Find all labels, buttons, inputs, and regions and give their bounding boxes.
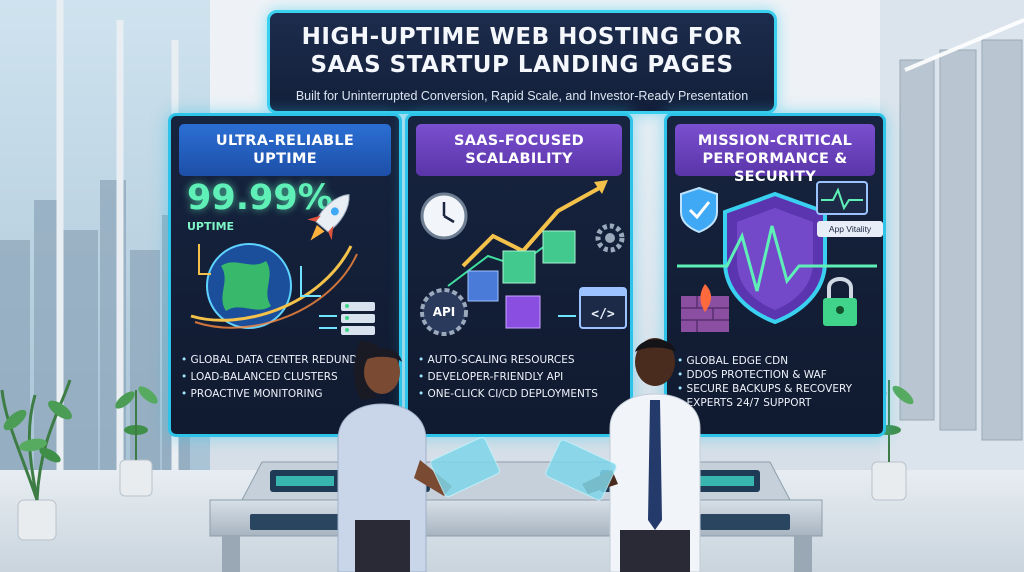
list-item: GLOBAL EDGE CDN <box>677 354 877 368</box>
list-item: LOAD-BALANCED CLUSTERS <box>181 369 393 386</box>
panel-security-heading: MISSION-CRITICAL PERFORMANCE & SECURITY <box>675 124 875 185</box>
plant-mid-left <box>115 386 158 497</box>
list-item: GLOBAL DATA CENTER REDUNDANCY <box>181 352 393 369</box>
list-item: PROACTIVE MONITORING <box>181 386 393 403</box>
panel-uptime-heading-line-2: UPTIME <box>253 151 317 167</box>
panel-performance-security: MISSION-CRITICAL PERFORMANCE & SECURITY <box>664 113 886 437</box>
panel-scalability: SAAS-FOCUSED SCALABILITY <box>405 113 633 437</box>
panel-scalability-heading-line-2: SCALABILITY <box>465 151 573 167</box>
data-cubes <box>467 230 576 329</box>
banner-subtitle: Built for Uninterrupted Conversion, Rapi… <box>295 89 749 103</box>
list-item: DDOS PROTECTION & WAF <box>677 368 877 382</box>
api-gear-icon: API <box>420 288 468 336</box>
server-stack-icon <box>341 302 375 335</box>
server-racks <box>899 39 1023 441</box>
list-item: AUTO-SCALING RESOURCES <box>418 352 624 369</box>
security-graphic <box>677 181 877 332</box>
heartbeat-line <box>677 225 877 292</box>
monitor-heartbeat-icon <box>816 181 868 215</box>
panel-security-heading-line-2: PERFORMANCE & SECURITY <box>702 151 848 185</box>
panel-uptime-heading: ULTRA-RELIABLE UPTIME <box>179 124 391 176</box>
globe-rocket-graphic <box>190 194 375 335</box>
title-banner: HIGH-UPTIME WEB HOSTING FOR SAAS STARTUP… <box>267 10 777 114</box>
code-label: </> <box>591 307 615 322</box>
gear-icon <box>595 223 625 253</box>
scalability-graphic: API </> <box>420 180 627 336</box>
list-item: SECURE BACKUPS & RECOVERY <box>677 382 877 396</box>
code-window-icon: </> <box>579 287 627 329</box>
panel-scalability-heading: SAAS-FOCUSED SCALABILITY <box>416 124 622 176</box>
app-vitality-label: App Vitality <box>817 221 883 237</box>
banner-title-line-1: HIGH-UPTIME WEB HOSTING FOR <box>301 24 743 50</box>
clock-icon <box>420 192 468 240</box>
padlock-icon <box>823 277 857 326</box>
plant-left <box>0 379 72 541</box>
man-with-tablet <box>545 338 701 572</box>
firewall-icon <box>681 284 729 332</box>
uptime-bullet-list: GLOBAL DATA CENTER REDUNDANCY LOAD-BALAN… <box>181 352 393 403</box>
scalability-bullet-list: AUTO-SCALING RESOURCES DEVELOPER-FRIENDL… <box>418 352 624 403</box>
woman-with-tablet <box>337 340 500 572</box>
tablet-icon <box>430 437 500 497</box>
list-item: EXPERTS 24/7 SUPPORT <box>677 396 877 410</box>
uptime-stat-label: UPTIME <box>187 220 235 233</box>
api-label: API <box>433 305 456 319</box>
rocket-icon <box>307 194 350 241</box>
list-item: ONE-CLICK CI/CD DEPLOYMENTS <box>418 386 624 403</box>
tablet-icon <box>545 439 617 501</box>
uptime-stat: 99.99% <box>187 178 333 218</box>
banner-title-line-2: SAAS STARTUP LANDING PAGES <box>310 52 734 78</box>
banner-title: HIGH-UPTIME WEB HOSTING FOR SAAS STARTUP… <box>270 23 774 79</box>
panel-security-heading-line-1: MISSION-CRITICAL <box>697 133 853 149</box>
security-bullet-list: GLOBAL EDGE CDN DDOS PROTECTION & WAF SE… <box>677 354 877 410</box>
list-item: DEVELOPER-FRIENDLY API <box>418 369 624 386</box>
panel-uptime-heading-line-1: ULTRA-RELIABLE <box>215 133 355 149</box>
panel-scalability-heading-line-1: SAAS-FOCUSED <box>454 133 584 149</box>
check-shield-icon <box>680 186 718 234</box>
